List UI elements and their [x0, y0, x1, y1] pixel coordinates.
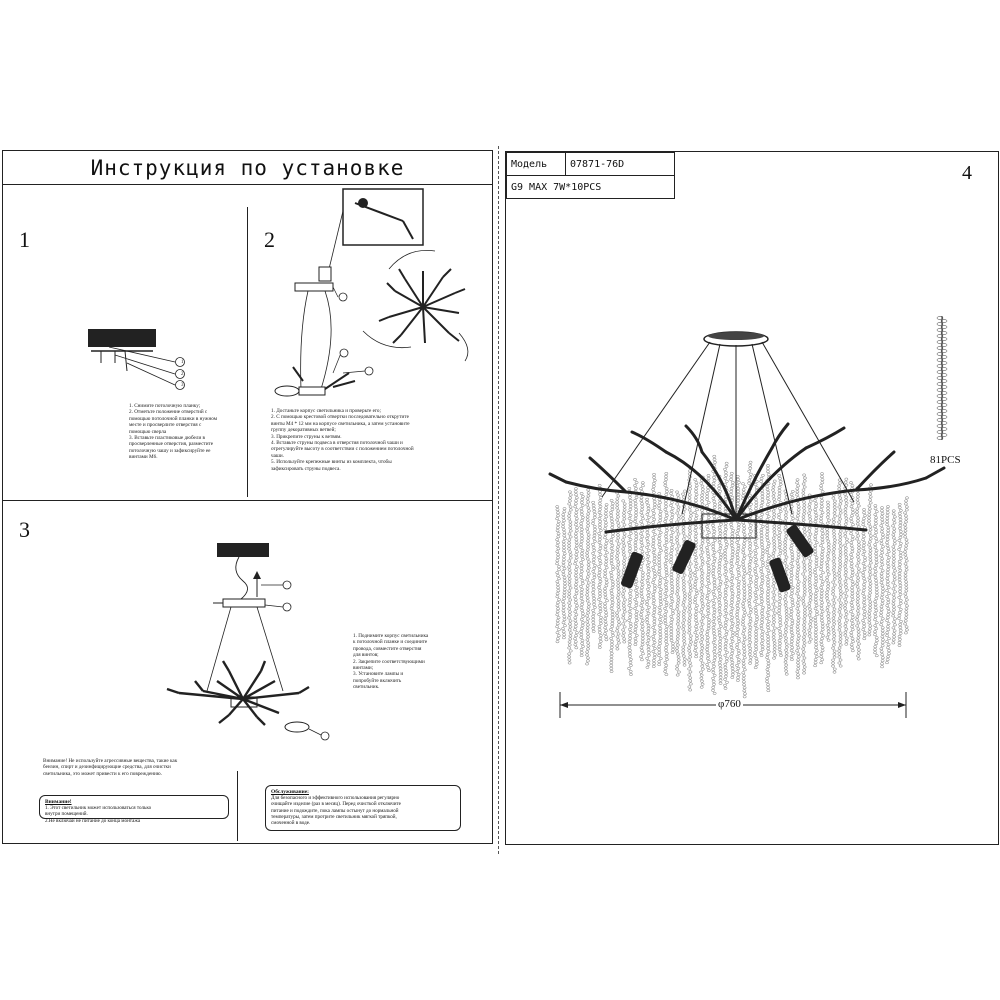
crystal-strand: [675, 490, 681, 677]
crystal-strand: [819, 472, 825, 665]
crystal-count-label: 81PCS: [930, 454, 961, 466]
step-2-number: 2: [264, 227, 275, 252]
step-3-instructions: 1. Поднимите корпус светильника к потоло…: [353, 633, 429, 691]
bottom-divider: [237, 771, 238, 841]
crystal-strand: [645, 497, 651, 669]
crystal-strand: [891, 509, 897, 645]
lamp-spec: G9 MAX 7W*10PCS: [506, 175, 675, 199]
crystal-strand: [849, 481, 855, 653]
crystal-strand: [741, 482, 747, 699]
step-1-number: 1: [19, 227, 30, 252]
crystal-strand: [669, 489, 675, 654]
service-box-body: Для безопасного и эффективного использов…: [271, 795, 401, 827]
crystal-strand: [765, 464, 771, 692]
crystal-strand: [609, 499, 615, 673]
crystal-strand: [555, 505, 561, 644]
crystal-strand: [573, 487, 579, 650]
crystal-strand: [567, 490, 573, 665]
crystal-strand: [813, 496, 819, 668]
crystal-strand: [753, 474, 759, 669]
crystal-strand: [885, 505, 891, 665]
section-divider: [3, 500, 492, 501]
step-1-instructions: 1. Снимите потолочную планку; 2. Отметьт…: [129, 403, 218, 461]
warning-box-title: Внимание!: [45, 799, 72, 805]
step-3-diagram: [166, 543, 330, 741]
crystal-strand: [873, 504, 879, 658]
crystal-strand: [903, 496, 909, 635]
crystal-strand: [879, 506, 885, 669]
crystal-strand: [867, 483, 873, 637]
crystal-strand: [651, 473, 657, 668]
crystal-strand: [843, 477, 849, 646]
spec-table: Модель 07871-76D G9 MAX 7W*10PCS: [506, 152, 675, 199]
callout-1b: 2: [181, 372, 184, 377]
callout-1c: 3: [181, 383, 184, 388]
installation-sheet: Инструкция по установке 1 1 2 3 1. Сними…: [2, 150, 493, 844]
crystal-strand: [825, 500, 831, 642]
crystal-strand: [801, 473, 807, 675]
crystal-strand: [795, 478, 801, 680]
page-divider: [498, 146, 499, 854]
crystal-strand: [789, 490, 795, 661]
crystal-strand: [705, 474, 711, 672]
crystal-strand: [591, 500, 597, 633]
crystal-strand: [657, 492, 663, 666]
crystal-strand: [615, 491, 621, 651]
crystal-strand: [597, 484, 603, 649]
step-1-diagram: [88, 329, 185, 390]
chandelier-illustration: [548, 331, 946, 718]
service-box: Обслуживание: Для безопасного и эффектив…: [265, 785, 461, 831]
crystal-strand: [837, 478, 843, 668]
crystal-strand-illustration: [936, 316, 948, 440]
crystal-strand: [897, 503, 903, 647]
callout-1a: 1: [181, 360, 184, 365]
crystal-strand: [681, 489, 687, 667]
crystal-strand: [579, 492, 585, 657]
crystal-strand: [603, 503, 609, 642]
crystal-strand: [561, 507, 567, 640]
crystal-strand: [639, 481, 645, 662]
crystal-strand: [855, 486, 861, 661]
crystal-strand: [687, 466, 693, 692]
cleaning-warning: Внимание! Не используйте агрессивные вещ…: [43, 758, 178, 777]
step-3-number: 3: [19, 517, 30, 542]
diameter-label: φ760: [716, 698, 743, 710]
page-title: Инструкция по установке: [3, 151, 492, 185]
page-number: 4: [962, 162, 972, 184]
crystal-strand: [717, 474, 723, 685]
crystal-strand: [585, 488, 591, 666]
column-divider: [247, 207, 248, 497]
service-box-title: Обслуживание:: [271, 789, 309, 795]
crystal-strand: [633, 478, 639, 646]
crystal-strand: [831, 493, 837, 674]
spec-sheet: Модель 07871-76D G9 MAX 7W*10PCS 4 81PCS: [505, 151, 999, 845]
step-2-instructions: 1. Достаньте корпус светильника и провер…: [271, 408, 414, 472]
crystal-strand: [861, 508, 867, 641]
crystal-strand: [807, 493, 813, 644]
warning-box: Внимание! 1. Этот светильник может испол…: [39, 795, 229, 824]
crystal-strand: [663, 472, 669, 676]
step-2-diagram: [274, 188, 469, 397]
warning-box-body: 1. Этот светильник может использоваться …: [45, 805, 152, 824]
crystal-strand: [759, 474, 765, 657]
